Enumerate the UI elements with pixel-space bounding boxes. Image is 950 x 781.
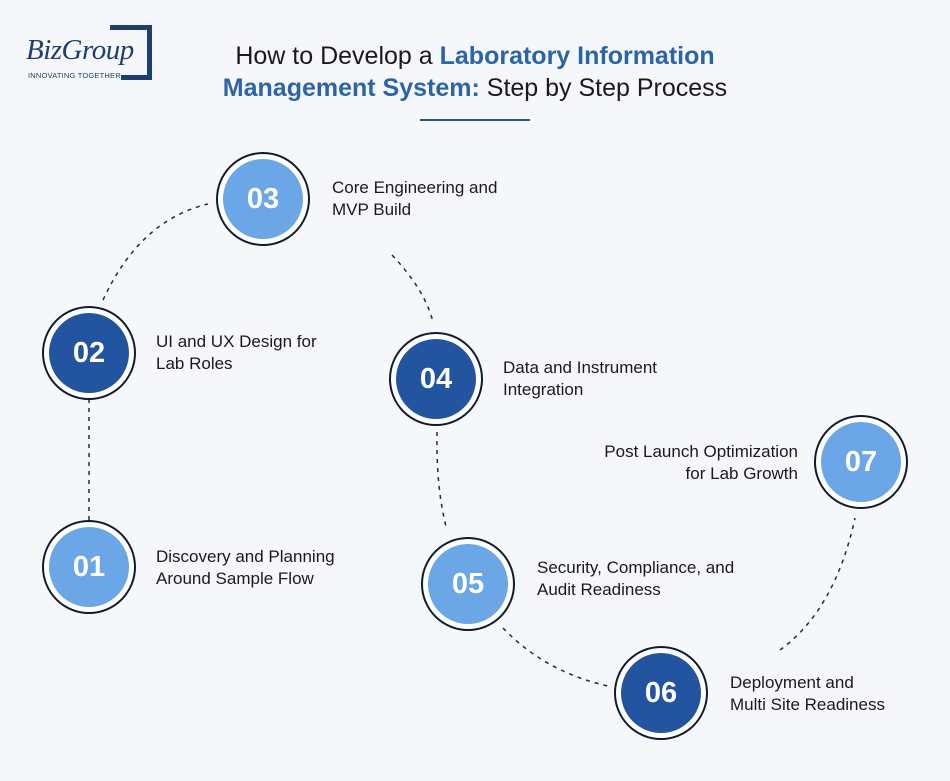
step-07-label-line-1: Post Launch Optimization — [604, 442, 798, 461]
step-02-number: 02 — [49, 313, 129, 393]
step-06-number: 06 — [621, 653, 701, 733]
title-suffix: Step by Step Process — [479, 74, 728, 102]
step-02-label: UI and UX Design for Lab Roles — [156, 331, 317, 375]
step-01-number: 01 — [49, 527, 129, 607]
connector-04-05 — [436, 431, 448, 531]
logo-frame — [110, 25, 152, 80]
step-02-label-line-1: UI and UX Design for — [156, 332, 317, 351]
step-05-label-line-2: Audit Readiness — [537, 580, 661, 599]
title-line-1: How to Develop a Laboratory Information — [150, 40, 800, 72]
title-line-2: Management System: Step by Step Process — [150, 72, 800, 104]
connector-02-03 — [102, 203, 209, 301]
connector-06-07 — [779, 517, 856, 651]
step-01-label: Discovery and Planning Around Sample Flo… — [156, 546, 335, 590]
step-03-label-line-1: Core Engineering and — [332, 178, 498, 197]
step-01-label-line-2: Around Sample Flow — [156, 569, 314, 588]
logo-wordmark: BizGroup — [26, 34, 136, 67]
step-04-label: Data and Instrument Integration — [503, 357, 657, 401]
step-03-circle: 03 — [216, 152, 310, 246]
step-06-label-line-2: Multi Site Readiness — [730, 695, 885, 714]
step-05-label: Security, Compliance, and Audit Readines… — [537, 557, 734, 601]
step-03-label-line-2: MVP Build — [332, 200, 412, 219]
logo-tagline: INNOVATING TOGETHER — [28, 71, 121, 80]
bizgroup-logo: BizGroup INNOVATING TOGETHER — [24, 22, 156, 84]
step-07-number: 07 — [821, 422, 901, 502]
page-title: How to Develop a Laboratory Information … — [150, 40, 800, 104]
step-02-circle: 02 — [42, 306, 136, 400]
step-04-label-line-1: Data and Instrument — [503, 358, 658, 377]
step-04-circle: 04 — [389, 332, 483, 426]
title-underline — [420, 119, 530, 121]
step-05-circle: 05 — [421, 537, 515, 631]
title-prefix: How to Develop a — [235, 42, 440, 70]
step-02-label-line-2: Lab Roles — [156, 354, 233, 373]
step-05-number: 05 — [428, 544, 508, 624]
step-06-circle: 06 — [614, 646, 708, 740]
step-04-number: 04 — [396, 339, 476, 419]
title-highlight-2: Management System: — [222, 74, 480, 102]
connector-03-04 — [391, 254, 434, 323]
step-01-label-line-1: Discovery and Planning — [156, 547, 335, 566]
step-03-label: Core Engineering and MVP Build — [332, 177, 497, 221]
step-07-label: Post Launch Optimization for Lab Growth — [560, 441, 798, 485]
step-07-circle: 07 — [814, 415, 908, 509]
step-05-label-line-1: Security, Compliance, and — [537, 558, 735, 577]
step-01-circle: 01 — [42, 520, 136, 614]
title-highlight-1: Laboratory Information — [439, 42, 715, 70]
step-03-number: 03 — [223, 159, 303, 239]
step-06-label: Deployment and Multi Site Readiness — [730, 672, 885, 716]
step-06-label-line-1: Deployment and — [730, 673, 854, 692]
connector-05-06 — [502, 627, 609, 687]
step-04-label-line-2: Integration — [503, 380, 584, 399]
step-07-label-line-2: for Lab Growth — [685, 464, 798, 483]
